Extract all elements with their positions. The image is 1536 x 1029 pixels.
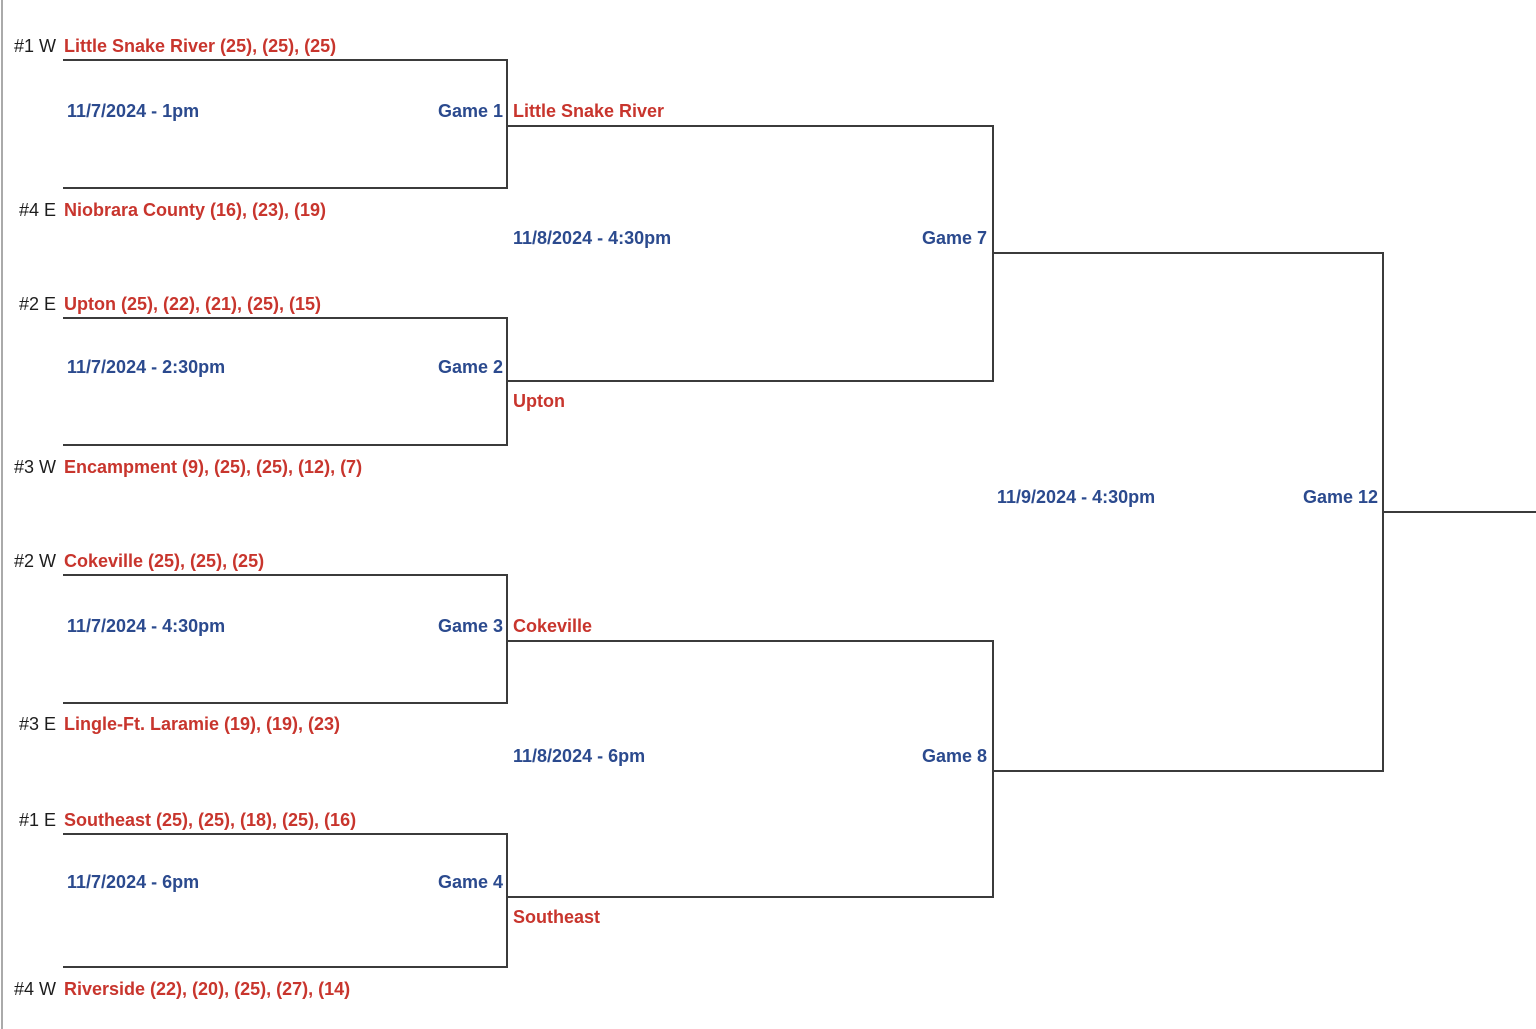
game-number-label: Game 12 bbox=[1302, 487, 1378, 507]
game8-connector bbox=[992, 640, 994, 898]
team-score-label: Lingle-Ft. Laramie (19), (19), (23) bbox=[64, 714, 341, 734]
game4-top-line bbox=[63, 833, 508, 835]
game-schedule: 11/7/2024 - 2:30pm bbox=[67, 357, 226, 377]
game3-bottom-line bbox=[63, 702, 508, 704]
game2-winner-line bbox=[506, 380, 994, 382]
game3-winner-label: Cokeville bbox=[513, 616, 593, 636]
game-schedule: 11/9/2024 - 4:30pm bbox=[997, 487, 1156, 507]
team-score-label: Southeast (25), (25), (18), (25), (16) bbox=[64, 810, 357, 830]
seed-label: #4 W bbox=[13, 979, 56, 999]
game7-winner-line bbox=[992, 252, 1384, 254]
game2-bottom-slot: #3 W Encampment (9), (25), (25), (12), (… bbox=[0, 457, 1536, 477]
game4-info-row: 11/7/2024 - 6pm Game 4 bbox=[67, 872, 503, 892]
game12-info-row: 11/9/2024 - 4:30pm Game 12 bbox=[997, 487, 1378, 507]
game-number-label: Game 7 bbox=[921, 228, 987, 248]
game-number-label: Game 4 bbox=[437, 872, 503, 892]
seed-label: #1 W bbox=[13, 36, 56, 56]
game1-connector bbox=[506, 59, 508, 189]
game-number-label: Game 2 bbox=[437, 357, 503, 377]
game2-top-line bbox=[63, 317, 508, 319]
game-number-label: Game 1 bbox=[437, 101, 503, 121]
game2-bottom-line bbox=[63, 444, 508, 446]
game-number-label: Game 3 bbox=[437, 616, 503, 636]
game3-info-row: 11/7/2024 - 4:30pm Game 3 bbox=[67, 616, 503, 636]
team-score-label: Little Snake River (25), (25), (25) bbox=[64, 36, 337, 56]
game-schedule: 11/7/2024 - 1pm bbox=[67, 101, 200, 121]
game4-bottom-line bbox=[63, 966, 508, 968]
team-score-label: Encampment (9), (25), (25), (12), (7) bbox=[64, 457, 363, 477]
game-number-label: Game 8 bbox=[921, 746, 987, 766]
seed-label: #2 E bbox=[18, 294, 56, 314]
page-left-border bbox=[1, 0, 3, 1029]
game3-winner-line bbox=[506, 640, 994, 642]
game1-top-line bbox=[63, 59, 508, 61]
game1-winner-label: Little Snake River bbox=[513, 101, 665, 121]
game2-winner-label: Upton bbox=[513, 391, 565, 411]
game4-winner-label: Southeast bbox=[513, 907, 601, 927]
game1-bottom-line bbox=[63, 187, 508, 189]
team-score-label: Upton (25), (22), (21), (25), (15) bbox=[64, 294, 322, 314]
game1-bottom-slot: #4 E Niobrara County (16), (23), (19) bbox=[0, 200, 1536, 220]
game-schedule: 11/7/2024 - 6pm bbox=[67, 872, 200, 892]
game3-top-slot: #2 W Cokeville (25), (25), (25) bbox=[0, 551, 1536, 571]
seed-label: #4 E bbox=[18, 200, 56, 220]
team-score-label: Cokeville (25), (25), (25) bbox=[64, 551, 265, 571]
game3-bottom-slot: #3 E Lingle-Ft. Laramie (19), (19), (23) bbox=[0, 714, 1536, 734]
game2-info-row: 11/7/2024 - 2:30pm Game 2 bbox=[67, 357, 503, 377]
game1-winner-line bbox=[506, 125, 994, 127]
game-schedule: 11/8/2024 - 4:30pm bbox=[513, 228, 672, 248]
game2-top-slot: #2 E Upton (25), (22), (21), (25), (15) bbox=[0, 294, 1536, 314]
game8-info-row: 11/8/2024 - 6pm Game 8 bbox=[513, 746, 987, 766]
game12-winner-line bbox=[1382, 511, 1536, 513]
seed-label: #3 E bbox=[18, 714, 56, 734]
seed-label: #3 W bbox=[13, 457, 56, 477]
team-score-label: Niobrara County (16), (23), (19) bbox=[64, 200, 327, 220]
game1-info-row: 11/7/2024 - 1pm Game 1 bbox=[67, 101, 503, 121]
game-schedule: 11/8/2024 - 6pm bbox=[513, 746, 646, 766]
game3-top-line bbox=[63, 574, 508, 576]
game-schedule: 11/7/2024 - 4:30pm bbox=[67, 616, 226, 636]
game4-top-slot: #1 E Southeast (25), (25), (18), (25), (… bbox=[0, 810, 1536, 830]
game4-winner-line bbox=[506, 896, 994, 898]
game1-top-slot: #1 W Little Snake River (25), (25), (25) bbox=[0, 36, 1536, 56]
seed-label: #1 E bbox=[18, 810, 56, 830]
game4-connector bbox=[506, 833, 508, 968]
team-score-label: Riverside (22), (20), (25), (27), (14) bbox=[64, 979, 351, 999]
seed-label: #2 W bbox=[13, 551, 56, 571]
game4-bottom-slot: #4 W Riverside (22), (20), (25), (27), (… bbox=[0, 979, 1536, 999]
game8-winner-line bbox=[992, 770, 1384, 772]
game7-info-row: 11/8/2024 - 4:30pm Game 7 bbox=[513, 228, 987, 248]
game3-connector bbox=[506, 574, 508, 704]
